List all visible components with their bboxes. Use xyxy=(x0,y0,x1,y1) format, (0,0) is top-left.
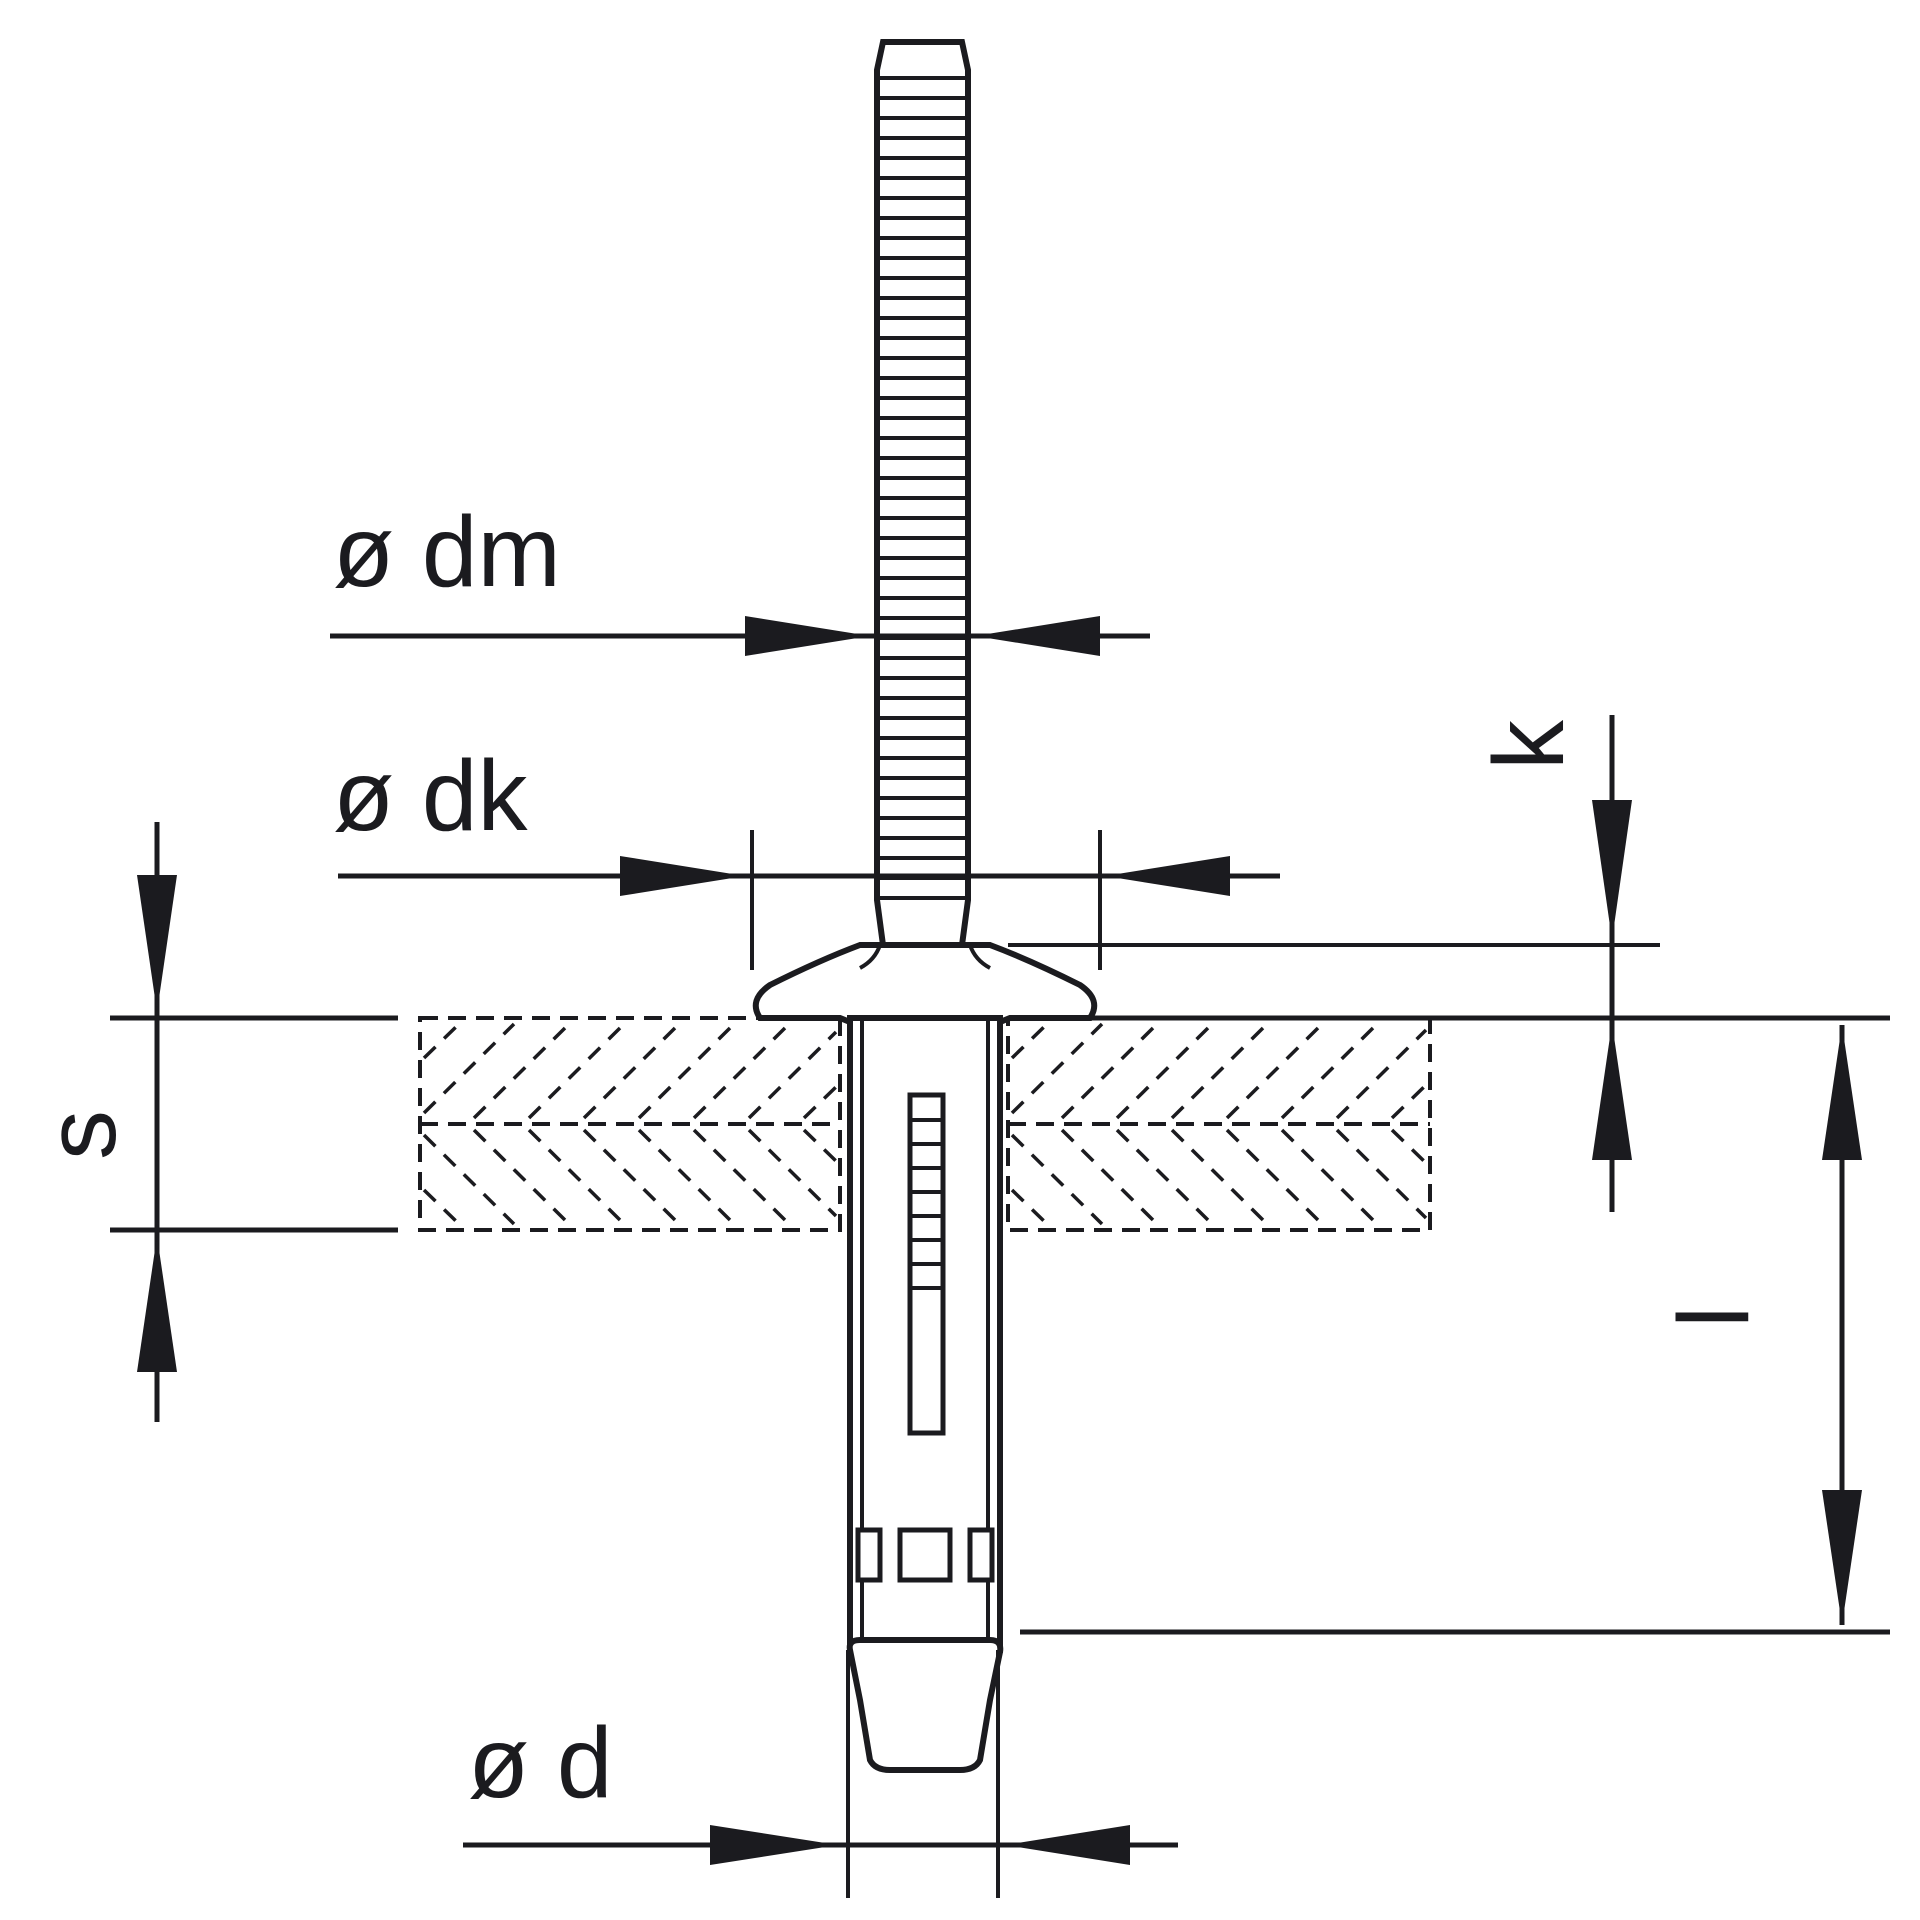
hatch-line xyxy=(1010,1133,1104,1226)
dimension-k: k xyxy=(1008,715,1890,1212)
label-dm: ø dm xyxy=(333,496,561,608)
hatch-line xyxy=(1335,1128,1428,1220)
dimension-d: ø d xyxy=(463,1650,1178,1898)
hatch-line xyxy=(1225,1022,1324,1120)
hatch-line xyxy=(1280,1128,1379,1226)
label-k: k xyxy=(1473,719,1585,770)
hatch-line xyxy=(747,1030,838,1120)
hatch-line xyxy=(637,1128,736,1226)
workpiece-left xyxy=(418,1016,842,1232)
hatch-line xyxy=(527,1022,626,1120)
hatch-line xyxy=(747,1128,838,1218)
hatch-line xyxy=(1390,1128,1428,1165)
hatch-line xyxy=(1060,1128,1159,1226)
hatch-line xyxy=(472,1022,571,1120)
rivet-tip xyxy=(846,1637,1004,1773)
hatch-line xyxy=(472,1128,571,1226)
hatch-line xyxy=(1335,1028,1428,1120)
window-left xyxy=(855,1527,883,1583)
hatch-line xyxy=(1115,1022,1214,1120)
label-dk: ø dk xyxy=(333,740,528,852)
mandrel xyxy=(874,39,971,948)
hatch-line xyxy=(422,1133,516,1226)
window-right xyxy=(967,1527,995,1583)
dimension-s: s xyxy=(25,822,398,1422)
hatch-line xyxy=(582,1022,681,1120)
hatch-lines-left xyxy=(422,1022,838,1226)
workpiece-right xyxy=(1006,1016,1432,1232)
hatch-lines-right xyxy=(1010,1022,1428,1226)
hatch-line xyxy=(527,1128,626,1226)
hatch-line xyxy=(692,1022,791,1120)
hatch-line xyxy=(582,1128,681,1226)
hatch-line xyxy=(802,1085,838,1120)
hatch-line xyxy=(637,1022,736,1120)
hatch-line xyxy=(1010,1188,1049,1226)
dimension-dm: ø dm xyxy=(330,496,1150,656)
window-center xyxy=(897,1527,953,1583)
hatch-line xyxy=(1115,1128,1214,1226)
slot-marks xyxy=(912,1118,941,1290)
hatch-line xyxy=(1170,1022,1269,1120)
hatch-line xyxy=(422,1022,461,1060)
hatch-line xyxy=(1010,1022,1049,1060)
label-d: ø d xyxy=(468,1707,612,1819)
hatch-line xyxy=(1390,1083,1428,1120)
hatch-line xyxy=(1170,1128,1269,1226)
label-s: s xyxy=(25,1110,137,1160)
hatch-line xyxy=(1060,1022,1159,1120)
dimension-dk: ø dk xyxy=(333,740,1280,970)
hatch-line xyxy=(422,1022,516,1115)
hatch-line xyxy=(1225,1128,1324,1226)
hatch-line xyxy=(1010,1022,1104,1115)
label-l: l xyxy=(1658,1306,1770,1328)
rivet-body xyxy=(846,1015,1004,1773)
rivet-head xyxy=(752,942,1098,1025)
hatch-line xyxy=(1280,1022,1379,1120)
dimension-l: l xyxy=(1020,1025,1890,1635)
hatch-line xyxy=(422,1188,461,1226)
hatch-line xyxy=(802,1128,838,1163)
hatch-line xyxy=(692,1128,791,1226)
